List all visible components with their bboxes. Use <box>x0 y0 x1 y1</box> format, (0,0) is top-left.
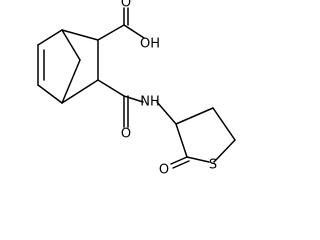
bond <box>175 107 214 125</box>
bond <box>97 24 125 41</box>
atom-labels: OH O NH O O S <box>121 0 217 178</box>
bond <box>186 156 210 163</box>
bond <box>61 59 81 104</box>
amide-nh-label: NH <box>140 95 160 110</box>
hydroxyl-label: OH <box>140 37 160 52</box>
bond <box>212 107 236 141</box>
ketone-oxygen-label: O <box>159 163 169 178</box>
carboxyl-oxygen-label: O <box>121 0 131 11</box>
amide-oxygen-label: O <box>121 127 131 142</box>
bond <box>172 160 190 169</box>
bond <box>123 95 144 103</box>
bond <box>61 29 81 61</box>
bond <box>37 84 63 104</box>
sulfur-label: S <box>209 158 217 173</box>
bond <box>37 29 63 46</box>
bond <box>61 79 99 104</box>
bond <box>170 156 188 165</box>
chemical-structure-diagram: OH O NH O O S <box>37 0 236 178</box>
bond <box>97 79 125 97</box>
bond <box>61 29 99 41</box>
bond <box>156 101 177 125</box>
bond <box>123 24 145 39</box>
bond-lines <box>37 7 236 169</box>
bond <box>175 123 188 158</box>
bond <box>213 139 236 163</box>
